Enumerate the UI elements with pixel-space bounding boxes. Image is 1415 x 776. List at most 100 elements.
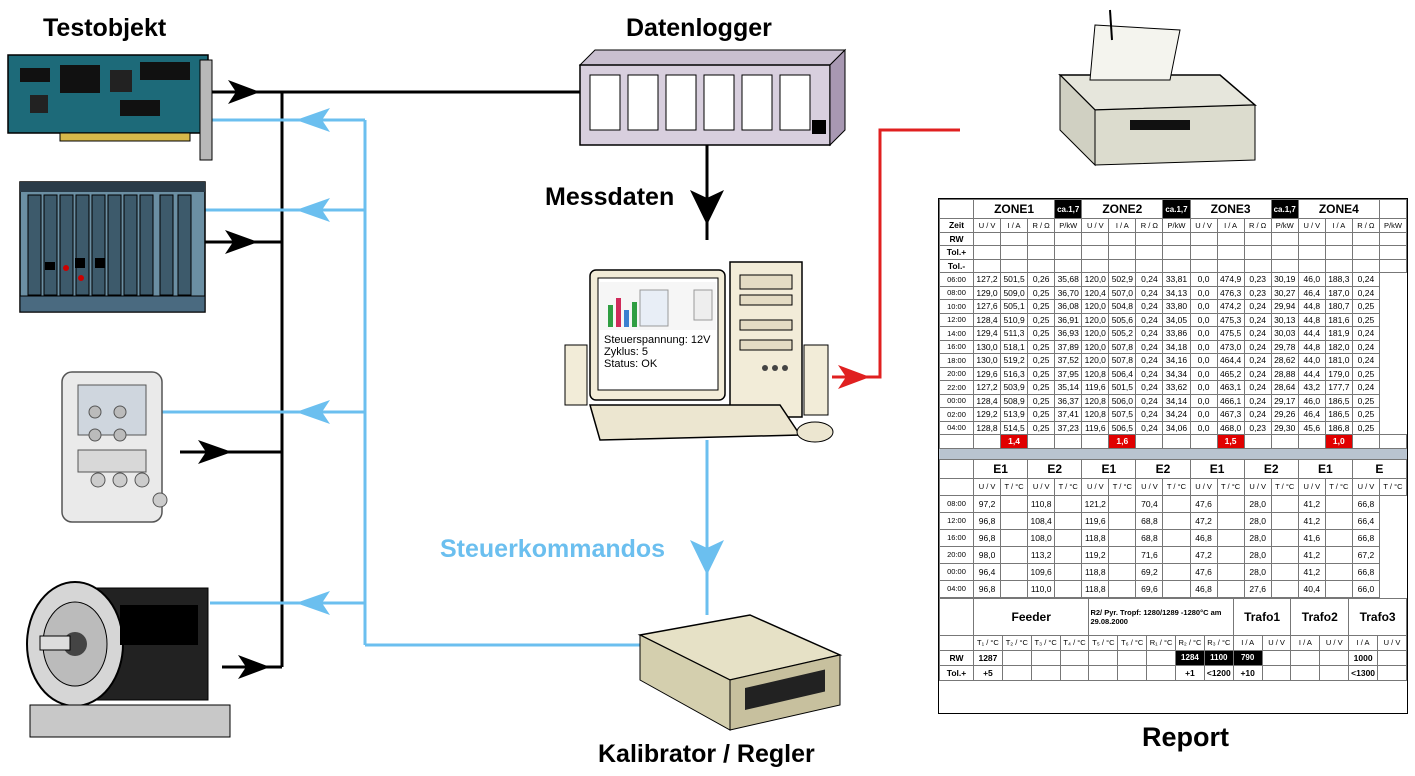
value-cell: +1 <box>1175 664 1205 681</box>
trafo-header: Trafo1 <box>1232 597 1292 636</box>
value-cell: 28,0 <box>1243 562 1272 581</box>
value-cell: 0,25 <box>1027 312 1056 327</box>
value-cell: 34,13 <box>1162 285 1191 300</box>
value-cell: 33,86 <box>1162 326 1191 341</box>
table-cell <box>1027 231 1056 246</box>
value-cell <box>1059 664 1090 681</box>
value-cell: 0,24 <box>1243 353 1272 368</box>
datenlogger-icon <box>578 48 847 147</box>
value-cell: 0,24 <box>1243 339 1272 354</box>
value-cell <box>1146 649 1177 666</box>
value-cell: 33,62 <box>1162 380 1191 395</box>
value-cell: 30,03 <box>1270 326 1299 341</box>
value-cell <box>1054 494 1083 513</box>
row-label: Tol.+ <box>939 245 974 260</box>
value-cell: 510,9 <box>1000 312 1029 327</box>
value-cell <box>1319 649 1350 666</box>
value-cell: 69,6 <box>1135 579 1164 598</box>
feeder-note: R2/ Pyr. Tropf: 1280/1289 -1280°C am 29.… <box>1088 597 1234 636</box>
table-cell <box>1135 434 1164 449</box>
zone-name: ZONE2 <box>1081 199 1164 219</box>
table-cell <box>1243 231 1272 246</box>
value-cell: 120,4 <box>1081 285 1110 300</box>
value-cell <box>1108 562 1137 581</box>
value-cell: 0,24 <box>1351 353 1380 368</box>
value-cell: 0,24 <box>1243 380 1272 395</box>
value-cell: 0,25 <box>1351 366 1380 381</box>
time-header: Zeit <box>939 218 974 233</box>
testobjekt-label: Testobjekt <box>43 14 167 42</box>
value-cell: 28,62 <box>1270 353 1299 368</box>
value-cell <box>1261 664 1292 681</box>
column-header: T₂ / °C <box>1001 634 1032 651</box>
time-cell: 18:00 <box>939 353 974 368</box>
value-cell: 187,0 <box>1324 285 1353 300</box>
column-header: R / Ω <box>1135 218 1164 233</box>
table-cell <box>1081 258 1110 273</box>
table-cell <box>1054 434 1083 449</box>
table-cell <box>1378 258 1407 273</box>
value-cell: 0,25 <box>1027 407 1056 422</box>
command-lines <box>160 118 709 647</box>
value-cell: 37,52 <box>1054 353 1083 368</box>
column-header: T / °C <box>1378 477 1407 496</box>
table-cell <box>1108 245 1137 260</box>
value-cell: 508,9 <box>1000 393 1029 408</box>
column-header: I / A <box>1216 218 1245 233</box>
value-cell <box>1290 649 1321 666</box>
column-header: I / A <box>1232 634 1263 651</box>
column-header: U / V <box>1319 634 1350 651</box>
value-cell <box>1270 545 1299 564</box>
value-cell: 519,2 <box>1000 353 1029 368</box>
value-cell: 0,26 <box>1027 272 1056 287</box>
table-cell <box>1351 434 1380 449</box>
value-cell: 188,3 <box>1324 272 1353 287</box>
value-cell: 69,2 <box>1135 562 1164 581</box>
table-cell <box>1270 231 1299 246</box>
corner-cell <box>939 634 974 651</box>
screen-line-2: Zyklus: 5 <box>604 346 649 358</box>
column-header: U / V <box>972 218 1002 233</box>
column-header: R₂ / °C <box>1175 634 1205 651</box>
value-cell <box>1108 528 1137 547</box>
screen-line-1: Steuerspannung: 12V <box>604 334 711 346</box>
value-cell <box>1000 562 1029 581</box>
column-header: R / Ω <box>1027 218 1056 233</box>
column-header: R / Ω <box>1351 218 1380 233</box>
value-cell <box>1216 579 1245 598</box>
column-header: P/kW <box>1270 218 1299 233</box>
time-cell: 04:00 <box>939 420 974 435</box>
value-cell: 44,8 <box>1297 299 1326 314</box>
column-header: T₁ / °C <box>973 634 1003 651</box>
column-header: T / °C <box>1324 477 1353 496</box>
value-cell: 67,2 <box>1351 545 1380 564</box>
value-cell <box>1324 494 1353 513</box>
table-cell <box>1324 245 1353 260</box>
table-cell <box>1351 245 1380 260</box>
table-cell <box>1135 258 1164 273</box>
e-header: E <box>1351 458 1407 479</box>
time-cell: 08:00 <box>939 285 974 300</box>
value-cell: 113,2 <box>1027 545 1056 564</box>
value-cell: 28,0 <box>1243 545 1272 564</box>
column-header: P/kW <box>1162 218 1191 233</box>
limit-row: Tol.- <box>939 258 1407 273</box>
value-cell <box>1054 562 1083 581</box>
value-cell: 120,8 <box>1081 366 1110 381</box>
value-cell: 36,08 <box>1054 299 1083 314</box>
value-cell: 34,16 <box>1162 353 1191 368</box>
corner-cell <box>939 199 974 219</box>
value-cell: 0,24 <box>1351 380 1380 395</box>
row-label: RW <box>939 649 974 666</box>
value-cell: 33,81 <box>1162 272 1191 287</box>
value-cell <box>1377 664 1407 681</box>
value-cell: 501,5 <box>1000 272 1029 287</box>
value-cell: 119,6 <box>1081 420 1110 435</box>
table-cell <box>1027 258 1056 273</box>
value-cell: 182,0 <box>1324 339 1353 354</box>
value-cell: 0,25 <box>1027 393 1056 408</box>
